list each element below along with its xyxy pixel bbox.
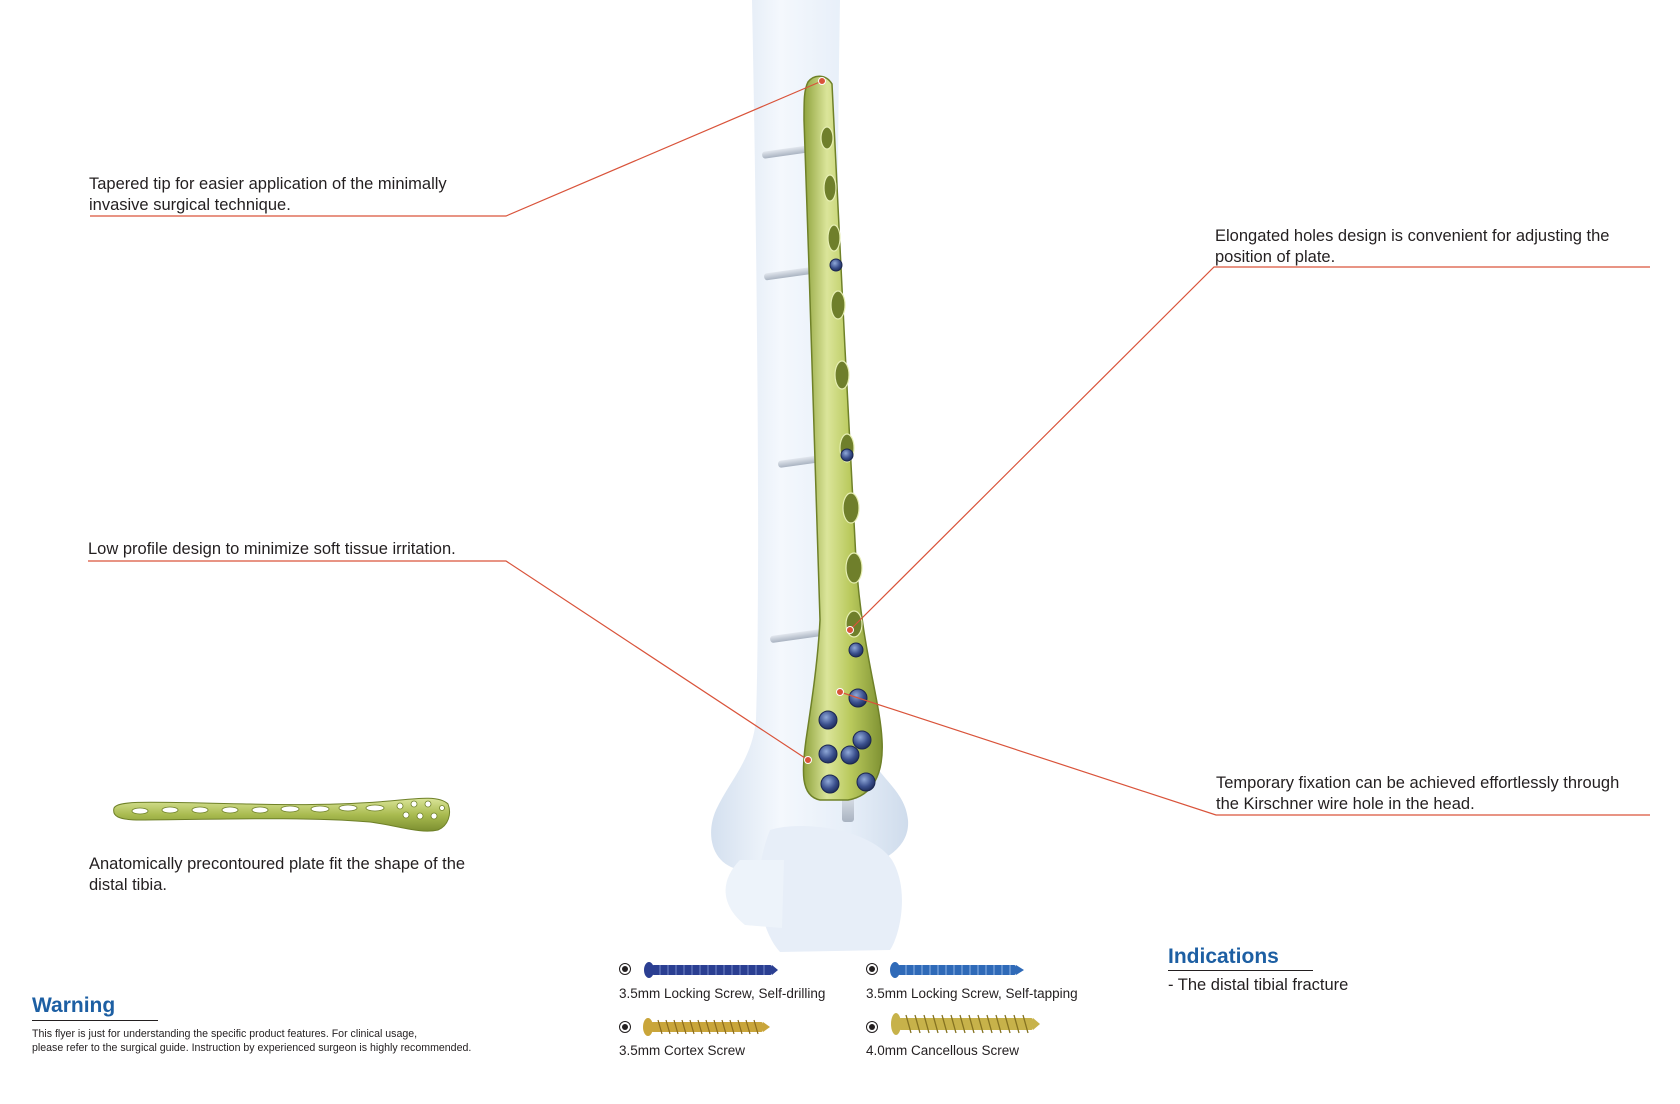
callout-line: Tapered tip for easier application of th… [89, 175, 447, 193]
screw-cancellous [891, 1013, 1040, 1035]
warning-line: This flyer is just for understanding the… [32, 1028, 418, 1040]
leader-lines [88, 80, 1650, 816]
warning-heading: Warning [32, 994, 116, 1017]
screw-bullet [866, 1021, 878, 1033]
screw-bullet [619, 1021, 631, 1033]
callout-line: Anatomically precontoured plate fit the … [89, 855, 466, 873]
screw-label: 3.5mm Cortex Screw [619, 1043, 746, 1058]
warning-line: please refer to the surgical guide. Inst… [32, 1042, 472, 1054]
callout-line: Elongated holes design is convenient for… [1215, 227, 1610, 245]
callout-temporary-fixation: Temporary fixation can be achieved effor… [1216, 773, 1656, 815]
callout-anatomical: Anatomically precontoured plate fit the … [89, 854, 509, 896]
callout-markers [804, 77, 854, 764]
screw-locking-self-drilling [644, 962, 778, 978]
tibia-bone [711, 0, 909, 952]
callout-line: Low profile design to minimize soft tiss… [88, 540, 456, 558]
callout-line: distal tibia. [89, 876, 167, 894]
warning-text: This flyer is just for understanding the… [32, 1027, 592, 1055]
screw-bullet [619, 963, 631, 975]
distal-tibia-plate [802, 75, 883, 801]
screw-cortex [643, 1018, 770, 1036]
warning-divider [32, 1020, 158, 1021]
screw-bullet [866, 963, 878, 975]
screw-label: 3.5mm Locking Screw, Self-tapping [866, 986, 1078, 1001]
indications-heading: Indications [1168, 945, 1279, 968]
screw-locking-self-tapping [890, 962, 1024, 978]
plate-side-view [113, 797, 451, 832]
callout-tapered-tip: Tapered tip for easier application of th… [89, 174, 509, 216]
screw-label: 4.0mm Cancellous Screw [866, 1043, 1020, 1058]
callout-line: Temporary fixation can be achieved effor… [1216, 774, 1620, 792]
callout-line: invasive surgical technique. [89, 196, 291, 214]
callout-elongated-holes: Elongated holes design is convenient for… [1215, 226, 1655, 268]
indications-divider [1168, 970, 1313, 971]
callout-line: position of plate. [1215, 248, 1336, 266]
screw-label: 3.5mm Locking Screw, Self-drilling [619, 986, 826, 1001]
callout-low-profile: Low profile design to minimize soft tiss… [88, 539, 508, 560]
callout-line: the Kirschner wire hole in the head. [1216, 795, 1475, 813]
indication-item: - The distal tibial fracture [1168, 976, 1349, 994]
